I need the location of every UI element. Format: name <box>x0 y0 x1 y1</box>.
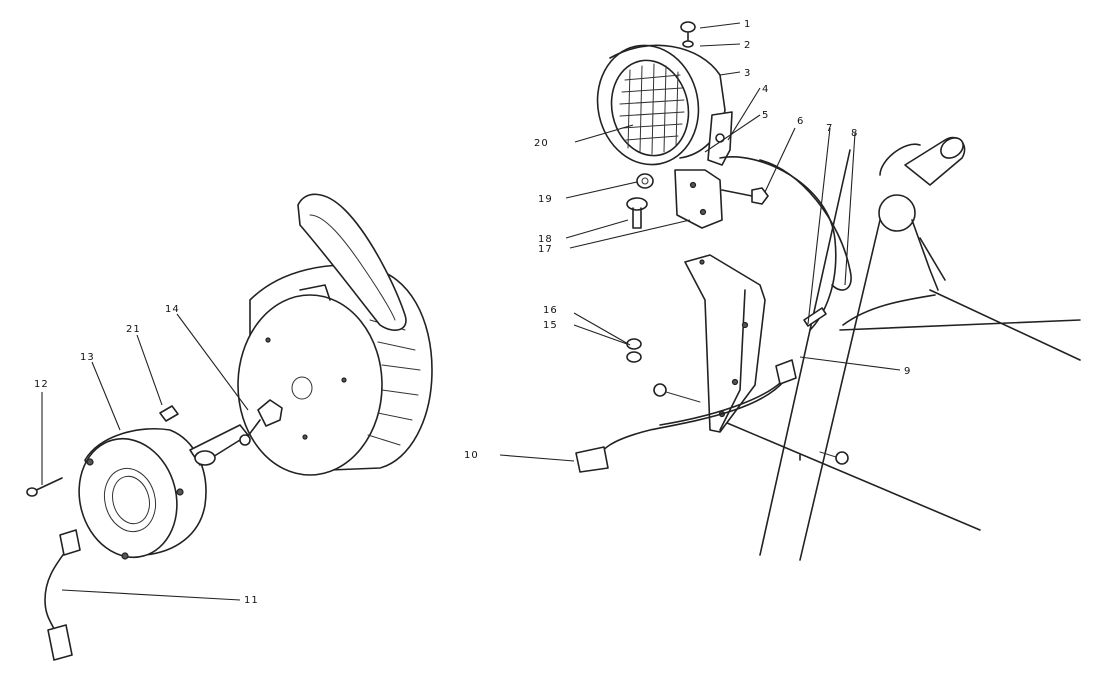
bolt-6 <box>721 187 769 205</box>
callout-4: 4 <box>762 84 769 95</box>
carriage-bolt <box>626 197 648 229</box>
callout-13: 13 <box>80 352 95 363</box>
mount-bolt-left <box>653 383 701 403</box>
callout-21: 21 <box>126 324 141 335</box>
callout-12: 12 <box>34 379 49 390</box>
spacer-fitting-14 <box>244 399 283 441</box>
callout-6: 6 <box>797 116 804 127</box>
mount-nut-right <box>819 451 849 465</box>
callout-16: 16 <box>543 305 558 316</box>
nut-19 <box>636 173 654 189</box>
callout-18: 18 <box>538 234 553 245</box>
callout-20: 20 <box>534 138 549 149</box>
light-housing-13 <box>78 427 207 560</box>
leader-lines <box>41 22 901 601</box>
light-bracket-clip <box>674 169 723 229</box>
mounting-arm-bracket <box>159 405 251 466</box>
callout-5: 5 <box>762 110 769 121</box>
washer-lock-15-16 <box>626 338 642 363</box>
callout-15: 15 <box>543 320 558 331</box>
callout-7: 7 <box>826 123 833 134</box>
frame-rails <box>719 143 1081 561</box>
callout-labels: 1 2 3 4 5 6 7 8 9 10 11 12 13 14 15 16 1… <box>34 19 911 606</box>
callout-3: 3 <box>744 68 751 79</box>
callout-11: 11 <box>244 595 259 606</box>
callout-14: 14 <box>165 304 180 315</box>
callout-10: 10 <box>464 450 479 461</box>
pigtail-wire-11 <box>44 529 81 661</box>
callout-19: 19 <box>538 194 553 205</box>
callout-1: 1 <box>744 19 751 30</box>
steering-handle <box>878 136 966 291</box>
wiring-harness <box>575 156 852 473</box>
fan-handle-loop <box>297 193 407 331</box>
callout-9: 9 <box>904 366 911 377</box>
work-light-assembly <box>596 21 733 166</box>
screw-12 <box>26 477 63 497</box>
callout-8: 8 <box>851 128 858 139</box>
fan-housing <box>237 264 433 476</box>
callout-17: 17 <box>538 244 553 255</box>
light-lens-grid <box>619 63 685 155</box>
callout-2: 2 <box>744 40 751 51</box>
light-mount-bracket <box>684 254 766 433</box>
